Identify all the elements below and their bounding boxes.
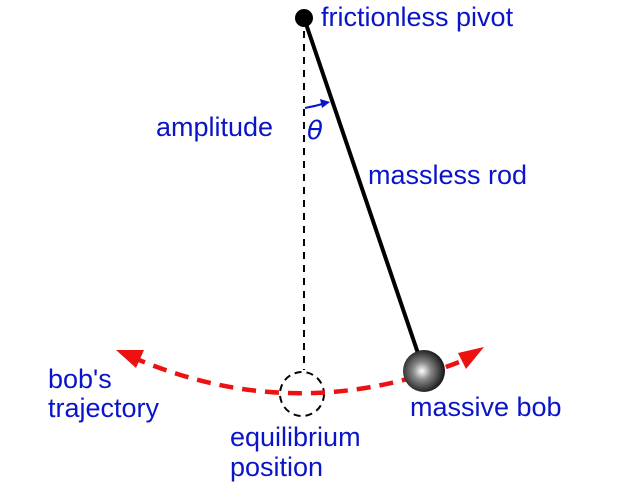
label-trajectory-line2: trajectory: [48, 393, 160, 423]
trajectory-arrow-left: [116, 350, 144, 368]
angle-arrowhead: [320, 99, 330, 108]
label-massless-rod: massless rod: [368, 160, 528, 190]
label-theta: θ: [307, 116, 323, 146]
pivot-point: [295, 9, 313, 27]
massless-rod: [302, 17, 425, 369]
label-equilibrium-line1: equilibrium: [230, 422, 361, 452]
massive-bob: [403, 350, 445, 392]
trajectory-arrow-right: [458, 347, 484, 369]
label-massive-bob: massive bob: [410, 392, 562, 422]
label-equilibrium-line2: position: [230, 452, 324, 482]
label-trajectory-line1: bob's: [48, 364, 112, 394]
label-frictionless-pivot: frictionless pivot: [321, 2, 514, 32]
label-amplitude: amplitude: [156, 112, 274, 142]
